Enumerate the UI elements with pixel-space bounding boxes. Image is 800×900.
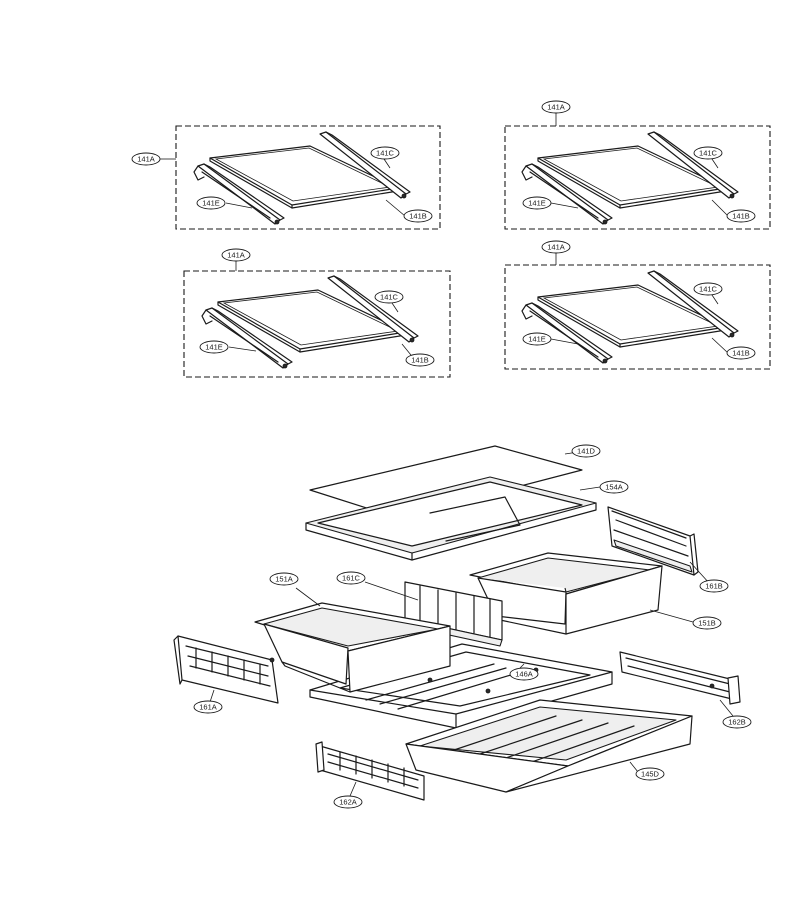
part-drawer-right: 151B — [469, 552, 722, 635]
tag-141E-g2: 141E — [522, 196, 552, 210]
tag-141C-g2: 141C — [693, 146, 723, 160]
tag-161B: 161B — [699, 579, 729, 593]
tag-141C-g4: 141C — [693, 282, 723, 296]
svg-text:146A: 146A — [515, 670, 533, 679]
part-panel-left: 161A — [173, 635, 279, 714]
tag-141A-g1: 141A — [131, 152, 161, 166]
svg-text:141C: 141C — [380, 293, 399, 302]
svg-text:141A: 141A — [137, 155, 155, 164]
tag-151B: 151B — [692, 616, 722, 630]
svg-text:141E: 141E — [202, 199, 220, 208]
svg-text:161B: 161B — [705, 582, 723, 591]
svg-text:145D: 145D — [641, 770, 660, 779]
svg-text:141C: 141C — [699, 285, 718, 294]
part-cover-glass: 141D — [309, 444, 601, 519]
tag-141D: 141D — [571, 444, 601, 458]
svg-text:141C: 141C — [699, 149, 718, 158]
shelf-group-1: 141A 141C 141E 141B — [131, 125, 441, 230]
svg-text:162B: 162B — [728, 718, 746, 727]
tag-141E-g3: 141E — [199, 340, 229, 354]
svg-text:161A: 161A — [199, 703, 217, 712]
tag-151A: 151A — [269, 572, 299, 586]
svg-text:161C: 161C — [342, 574, 361, 583]
tag-154A: 154A — [599, 480, 629, 494]
svg-text:141E: 141E — [205, 343, 223, 352]
tag-162B: 162B — [722, 715, 752, 729]
svg-text:151A: 151A — [275, 575, 293, 584]
svg-text:141A: 141A — [547, 243, 565, 252]
tag-141B-g2: 141B — [726, 209, 756, 223]
tag-145D: 145D — [635, 767, 665, 781]
part-rail-left: 162A — [315, 741, 425, 809]
svg-text:162A: 162A — [339, 798, 357, 807]
tag-161A: 161A — [193, 700, 223, 714]
svg-text:141A: 141A — [547, 103, 565, 112]
svg-text:141B: 141B — [732, 349, 750, 358]
shelf-group-2-frame — [504, 125, 771, 230]
svg-text:154A: 154A — [605, 483, 623, 492]
tag-141B-g1: 141B — [403, 209, 433, 223]
svg-text:141D: 141D — [577, 447, 596, 456]
tag-141B-g3: 141B — [405, 353, 435, 367]
tag-141C-g3: 141C — [374, 290, 404, 304]
part-rail-right: 162B — [619, 651, 752, 729]
part-bottom-drawer: 145D — [405, 699, 693, 793]
svg-text:141E: 141E — [528, 335, 546, 344]
svg-text:141B: 141B — [411, 356, 429, 365]
svg-text:151B: 151B — [698, 619, 716, 628]
svg-text:141B: 141B — [732, 212, 750, 221]
shelf-group-3: 141A 141C 141E 141B — [183, 248, 451, 378]
shelf-group-4-frame — [504, 264, 771, 370]
tag-141A-g3: 141A — [221, 248, 251, 262]
shelf-group-3-frame — [183, 270, 451, 378]
tag-141E-g1: 141E — [196, 196, 226, 210]
tag-141C-g1: 141C — [370, 146, 400, 160]
svg-text:141C: 141C — [376, 149, 395, 158]
tag-141A-g2: 141A — [541, 100, 571, 114]
svg-text:141B: 141B — [409, 212, 427, 221]
svg-text:141A: 141A — [227, 251, 245, 260]
tag-141E-g4: 141E — [522, 332, 552, 346]
svg-text:141E: 141E — [528, 199, 546, 208]
tag-141A-g4: 141A — [541, 240, 571, 254]
shelf-group-2: 141A 141C 141E 141B — [504, 100, 771, 230]
shelf-group-1-frame — [175, 125, 441, 230]
tag-146A: 146A — [509, 667, 539, 681]
part-panel-right: 161B — [607, 506, 729, 593]
part-cover-frame: 154A — [305, 476, 629, 561]
tag-141B-g4: 141B — [726, 346, 756, 360]
shelf-group-4: 141A 141C 141E 141B — [504, 240, 771, 370]
tag-162A: 162A — [333, 795, 363, 809]
tag-161C: 161C — [336, 571, 366, 585]
part-drawer-left: 151A — [254, 572, 451, 693]
